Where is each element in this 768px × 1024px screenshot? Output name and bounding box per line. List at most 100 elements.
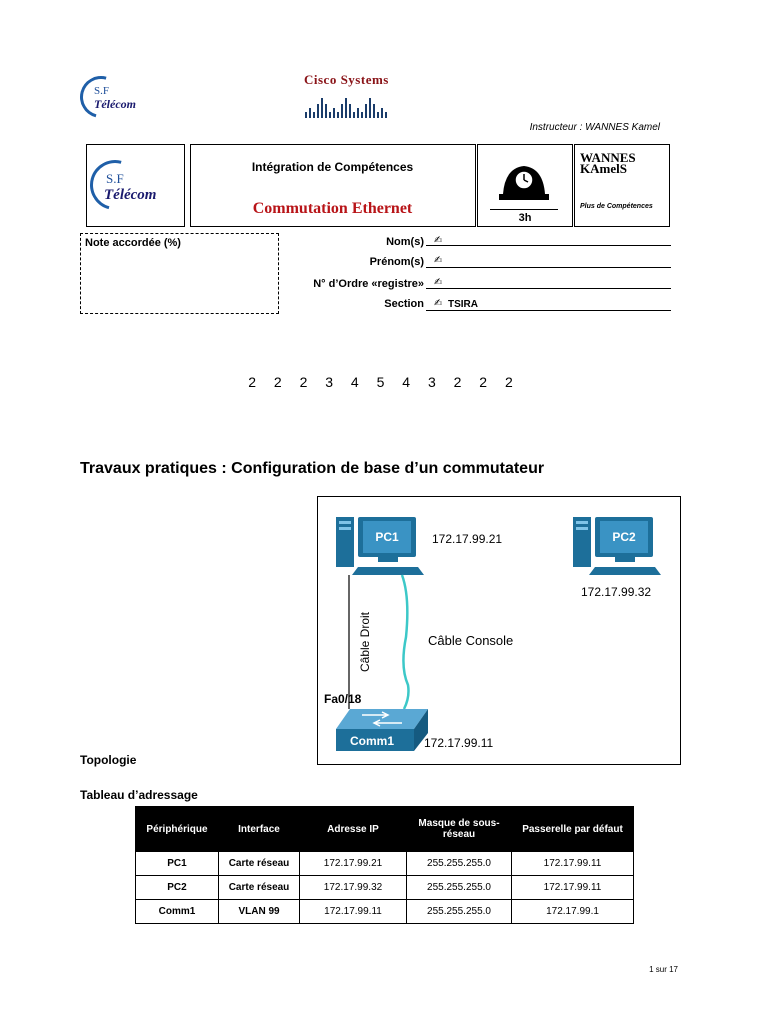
table-cell: Carte réseau xyxy=(218,875,300,900)
port-label: Fa0/18 xyxy=(324,692,362,706)
switch-icon xyxy=(336,709,428,751)
pc2-ip: 172.17.99.32 xyxy=(581,585,651,599)
col-header: Adresse IP xyxy=(299,806,407,852)
pc1-icon xyxy=(336,517,424,575)
cisco-bar xyxy=(333,108,335,118)
pc2-icon xyxy=(573,517,661,575)
wannes-line1: WANNES xyxy=(580,150,636,165)
table-cell: 172.17.99.11 xyxy=(511,875,634,900)
logo-telecom-text: Télécom xyxy=(104,187,157,203)
title-box xyxy=(190,144,476,227)
sf-telecom-logo-large: S.F Télécom xyxy=(80,150,182,220)
cisco-bar xyxy=(305,112,307,118)
cisco-bar xyxy=(325,104,327,118)
sf-telecom-logo: S.F Télécom xyxy=(72,68,160,126)
topology-heading: Topologie xyxy=(80,753,137,767)
cisco-bar xyxy=(373,104,375,118)
table-cell: 172.17.99.21 xyxy=(299,851,407,876)
col-header: Interface xyxy=(218,806,300,852)
table-cell: 172.17.99.32 xyxy=(299,875,407,900)
nom-field[interactable] xyxy=(426,233,671,246)
table-row: PC1 Carte réseau 172.17.99.21 255.255.25… xyxy=(135,851,634,876)
logo-telecom-text: Télécom xyxy=(94,97,136,111)
page-number: 1 sur 17 xyxy=(649,965,678,974)
logo-sf-text: S.F xyxy=(106,171,124,186)
pen-icon: ✍ xyxy=(434,298,443,309)
cisco-bar xyxy=(321,98,323,118)
cisco-bar xyxy=(361,112,363,118)
topology-diagram: PC1 172.17.99.21 PC2 172.17.99.32 Câble … xyxy=(317,496,681,765)
console-cable xyxy=(400,574,410,710)
address-table: Périphérique Interface Adresse IP Masque… xyxy=(135,806,634,924)
cisco-bar xyxy=(353,112,355,118)
pc2-label: PC2 xyxy=(612,530,636,544)
duration-label: 3h xyxy=(518,212,532,224)
table-header-row: Périphérique Interface Adresse IP Masque… xyxy=(135,806,634,852)
duration-divider xyxy=(490,209,558,210)
cisco-bar xyxy=(385,112,387,118)
grade-label: Note accordée (%) xyxy=(85,237,181,249)
table-cell: Comm1 xyxy=(135,899,219,924)
cisco-bar xyxy=(369,98,371,118)
table-cell: 172.17.99.11 xyxy=(299,899,407,924)
cisco-bar xyxy=(365,104,367,118)
cisco-bar xyxy=(345,98,347,118)
table-cell: PC1 xyxy=(135,851,219,876)
section-field[interactable] xyxy=(426,298,671,311)
cisco-bar xyxy=(337,112,339,118)
pen-icon: ✍ xyxy=(434,255,443,266)
pen-icon: ✍ xyxy=(434,235,443,246)
switch-ip: 172.17.99.11 xyxy=(424,736,494,750)
main-title: Travaux pratiques : Configuration de bas… xyxy=(80,460,545,477)
ordre-field[interactable] xyxy=(426,276,671,289)
field-label-section: Section xyxy=(384,298,424,310)
section-value: TSIRA xyxy=(448,299,478,310)
col-header: Périphérique xyxy=(135,806,219,852)
duration-box xyxy=(477,144,573,227)
module-title: Commutation Ethernet xyxy=(252,200,413,217)
table-cell: 172.17.99.11 xyxy=(511,851,634,876)
topology-svg: PC1 172.17.99.21 PC2 172.17.99.32 Câble … xyxy=(324,517,661,751)
pc1-ip: 172.17.99.21 xyxy=(432,532,502,546)
field-label-nom: Nom(s) xyxy=(386,236,424,248)
field-label-prenom: Prénom(s) xyxy=(369,256,424,268)
cisco-bar xyxy=(357,108,359,118)
wannes-tagline: Plus de Compétences xyxy=(580,203,653,210)
straight-cable-label: Câble Droit xyxy=(358,611,372,672)
cisco-bar xyxy=(381,108,383,118)
field-label-ordre: N° d’Ordre «registre» xyxy=(313,278,424,290)
cisco-bar xyxy=(341,104,343,118)
switch-label: Comm1 xyxy=(350,734,394,748)
instructor-label: Instructeur : WANNES Kamel xyxy=(529,122,660,133)
cisco-bar xyxy=(329,112,331,118)
number-row: 2 2 2 3 4 5 4 3 2 2 2 xyxy=(248,374,520,390)
col-header: Masque de sous-réseau xyxy=(406,806,512,852)
table-cell: Carte réseau xyxy=(218,851,300,876)
address-table-heading: Tableau d’adressage xyxy=(80,788,198,802)
wannes-line2: KAmelS xyxy=(580,161,627,176)
prenom-field[interactable] xyxy=(426,255,671,268)
clock-icon xyxy=(499,166,549,200)
logo-sf-text: S.F xyxy=(94,85,109,97)
cisco-bar xyxy=(313,112,315,118)
cisco-bar xyxy=(349,104,351,118)
wannes-logo: WANNES KAmelS xyxy=(580,150,636,176)
cisco-logo-text: Cisco Systems xyxy=(304,72,389,87)
wannes-box xyxy=(574,144,670,227)
table-row: PC2 Carte réseau 172.17.99.32 255.255.25… xyxy=(135,875,634,900)
table-row: Comm1 VLAN 99 172.17.99.11 255.255.255.0… xyxy=(135,899,634,924)
col-header: Passerelle par défaut xyxy=(511,806,634,852)
cisco-bar xyxy=(377,112,379,118)
pen-icon: ✍ xyxy=(434,277,443,288)
table-cell: 172.17.99.1 xyxy=(511,899,634,924)
course-title: Intégration de Compétences xyxy=(251,160,414,174)
table-cell: PC2 xyxy=(135,875,219,900)
table-cell: 255.255.255.0 xyxy=(406,875,512,900)
cisco-bar xyxy=(317,104,319,118)
cisco-bars-icon xyxy=(305,88,387,118)
logo-box xyxy=(86,144,185,227)
table-cell: 255.255.255.0 xyxy=(406,851,512,876)
grade-box xyxy=(80,233,279,314)
table-cell: 255.255.255.0 xyxy=(406,899,512,924)
console-cable-label: Câble Console xyxy=(428,633,513,648)
